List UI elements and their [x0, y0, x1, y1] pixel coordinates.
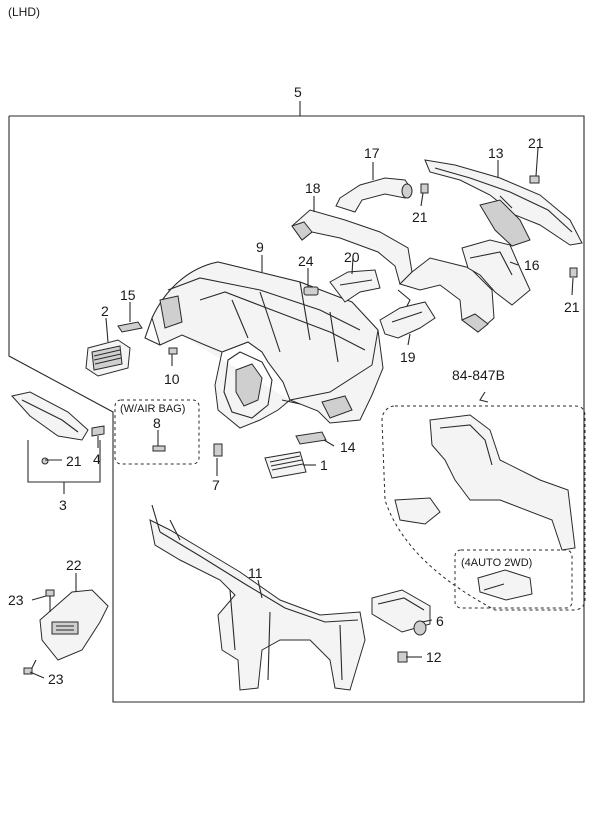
callouts: 5 17 13 21 18 21 9 20 24 16 15 2 21 19 1… — [8, 84, 580, 687]
duct-19-part — [379, 301, 436, 339]
callout-2: 2 — [101, 303, 109, 319]
part-14 — [295, 431, 327, 445]
callout-23b: 23 — [48, 671, 64, 687]
bracket-22-part — [23, 589, 109, 675]
main-assembly-frame — [8, 101, 585, 703]
callout-24: 24 — [298, 253, 314, 269]
callout-11: 11 — [248, 565, 263, 581]
variant-label: (LHD) — [8, 5, 40, 19]
callout-ref: 84-847B — [452, 367, 505, 383]
callout-4: 4 — [93, 451, 101, 467]
part-15 — [117, 321, 143, 333]
part-6 — [371, 589, 431, 636]
callout-21b: 21 — [412, 209, 428, 225]
note-auto2wd: (4AUTO 2WD) — [461, 557, 532, 569]
callout-10: 10 — [164, 371, 180, 387]
callout-14: 14 — [340, 439, 356, 455]
air-vent-1-part — [264, 451, 307, 479]
clip-24-part — [303, 286, 319, 296]
callout-1: 1 — [320, 457, 328, 473]
screw-12-part — [397, 651, 408, 663]
cowl-crossbar-11-part — [149, 504, 366, 691]
duct-17-part — [335, 177, 413, 213]
callout-21c: 21 — [564, 299, 580, 315]
clip-7-part — [213, 443, 223, 457]
callout-13: 13 — [488, 145, 504, 161]
duct-16-part — [461, 239, 531, 306]
duct-20-part — [329, 269, 381, 303]
callout-17: 17 — [364, 145, 380, 161]
callout-9: 9 — [256, 239, 264, 255]
callout-22: 22 — [66, 557, 82, 573]
callout-6: 6 — [436, 613, 444, 629]
callout-12: 12 — [426, 649, 442, 665]
bolts-21 — [420, 175, 578, 278]
lower-panel-group — [381, 391, 586, 611]
callout-5: 5 — [294, 84, 302, 100]
airbag-group — [114, 399, 200, 465]
callout-21a: 21 — [528, 135, 544, 151]
leader-lines — [29, 147, 574, 679]
callout-21d: 21 — [66, 453, 82, 469]
callout-20: 20 — [344, 249, 360, 265]
callout-3: 3 — [59, 497, 67, 513]
callout-7: 7 — [212, 477, 220, 493]
callout-19: 19 — [400, 349, 416, 365]
note-airbag: (W/AIR BAG) — [120, 403, 185, 415]
clip-10-part — [168, 347, 178, 355]
garnish-3-part — [11, 391, 105, 494]
defroster-13-part — [424, 159, 583, 247]
callout-18: 18 — [305, 180, 321, 196]
air-vent-2-part — [85, 339, 131, 377]
callout-16: 16 — [524, 257, 540, 273]
callout-15: 15 — [120, 287, 136, 303]
callout-23a: 23 — [8, 592, 24, 608]
duct-18-part — [291, 209, 495, 333]
callout-8: 8 — [153, 415, 161, 431]
crash-pad-part — [144, 261, 384, 429]
